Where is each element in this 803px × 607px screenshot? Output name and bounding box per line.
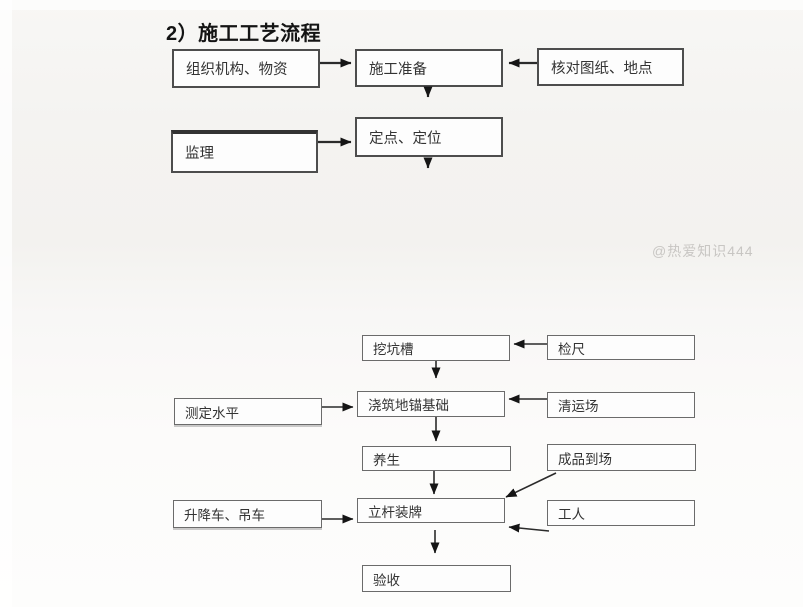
node-lift-crane: 升降车、吊车 xyxy=(173,500,322,528)
node-dig-pit: 挖坑槽 xyxy=(362,335,510,361)
node-acceptance: 验收 xyxy=(362,565,511,592)
node-measure-level: 测定水平 xyxy=(174,398,322,425)
node-pour-anchor: 浇筑地锚基础 xyxy=(357,391,505,417)
node-fix-position: 定点、定位 xyxy=(355,117,503,157)
node-erect-pole: 立杆装牌 xyxy=(357,498,505,523)
node-org-material: 组织机构、物资 xyxy=(172,49,320,88)
arrow-workers-to-pole xyxy=(508,523,550,533)
node-curing: 养生 xyxy=(362,446,511,471)
node-product-arrival: 成品到场 xyxy=(547,444,696,471)
page-title: 2）施工工艺流程 xyxy=(166,23,322,45)
node-check-drawings: 核对图纸、地点 xyxy=(537,48,684,86)
node-gauge-check: 检尺 xyxy=(547,335,695,360)
watermark-text: @热爱知识444 xyxy=(652,243,754,259)
node-workers: 工人 xyxy=(547,500,695,526)
node-construction-prep: 施工准备 xyxy=(355,49,503,87)
node-clear-site: 清运场 xyxy=(547,392,695,418)
node-supervision: 监理 xyxy=(171,130,318,173)
arrow-product-to-pole xyxy=(505,472,557,498)
